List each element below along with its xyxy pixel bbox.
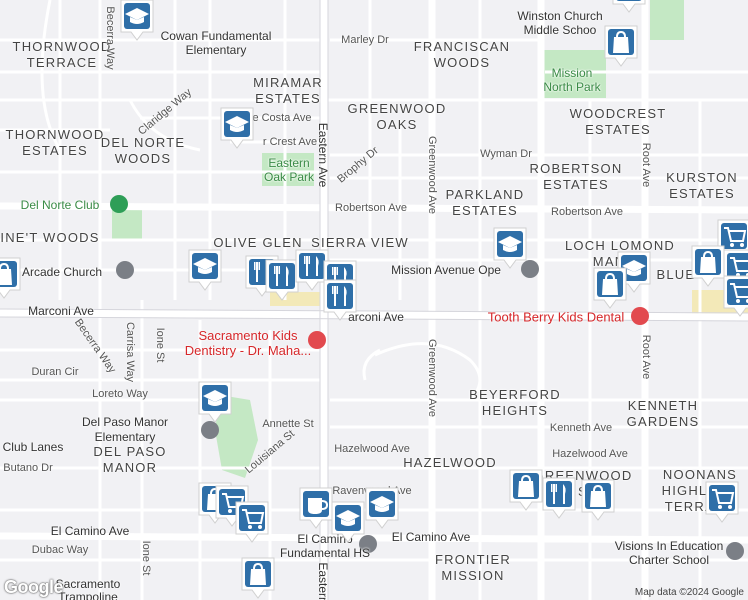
poi-label[interactable]: Sacramento Kids Dentistry - Dr. Maha...	[184, 328, 312, 358]
street-label: e Costa Ave	[252, 112, 312, 124]
poi-label[interactable]: Visions In Education Charter School	[614, 539, 724, 567]
street-label: Greenwood Ave	[426, 135, 438, 215]
neighborhood-label: GREENWOOD OAKS	[347, 101, 447, 132]
school-icon[interactable]	[119, 0, 155, 42]
map-attribution[interactable]: Map data ©2024 Google	[634, 587, 744, 598]
shopping-cart-icon[interactable]	[722, 274, 748, 318]
poi-label[interactable]: Cowan Fundamental Elementary	[160, 29, 272, 57]
shopping-bag-icon[interactable]	[690, 244, 726, 288]
neighborhood-label: KURSTON ESTATES	[666, 170, 738, 201]
poi-label[interactable]: Mission North Park	[543, 66, 601, 94]
restaurant-icon[interactable]	[541, 476, 577, 520]
street-label: Duran Cir	[31, 366, 79, 378]
restaurant-icon[interactable]	[322, 278, 358, 322]
arcade-church-dot	[116, 261, 134, 279]
street-label: arconi Ave	[348, 310, 404, 324]
street-label: Eastern	[316, 562, 330, 600]
school-icon[interactable]	[611, 0, 647, 14]
shopping-bag-icon[interactable]	[603, 24, 639, 68]
neighborhood-label: PARKLAND ESTATES	[445, 187, 525, 218]
street-label: Ione St	[140, 540, 152, 576]
shopping-bag-icon[interactable]	[508, 468, 544, 512]
street-label: Wyman Dr	[480, 148, 532, 160]
street-label: Hazelwood Ave	[552, 448, 628, 460]
restaurant-icon[interactable]	[264, 258, 300, 302]
poi-label[interactable]: Eastern Oak Park	[263, 156, 315, 184]
shopping-bag-icon[interactable]	[0, 256, 22, 300]
street-label: Annette St	[262, 418, 314, 430]
google-logo: Google	[4, 577, 64, 597]
poi-label[interactable]: Del Paso Manor Elementary	[81, 415, 169, 444]
neighborhood-label: WOODCREST ESTATES	[569, 106, 667, 137]
shopping-cart-icon[interactable]	[704, 480, 740, 524]
school-icon[interactable]	[187, 248, 223, 292]
street-label: Kenneth Ave	[549, 422, 613, 434]
sac-kids-dental-dot	[308, 331, 326, 349]
shopping-cart-icon[interactable]	[234, 500, 270, 544]
street-label: Becerra Way	[104, 6, 116, 70]
street-label: Carrisa Way	[124, 321, 136, 383]
shopping-bag-icon[interactable]	[592, 266, 628, 310]
visions-dot	[726, 542, 744, 560]
school-icon[interactable]	[219, 106, 255, 150]
shopping-bag-icon[interactable]	[240, 556, 276, 600]
poi-label[interactable]: El Camino Fundamental HS	[279, 532, 371, 560]
street-label: Loreto Way	[92, 388, 148, 400]
poi-label[interactable]: Winston Church Middle Schoo	[517, 9, 603, 37]
street-label: Ione St	[154, 327, 166, 363]
street-label: El Camino Ave	[391, 530, 471, 544]
mission-ave-dot	[521, 260, 539, 278]
neighborhood-label: THORNWOOD ESTATES	[5, 127, 105, 158]
neighborhood-label: SIERRA VIEW	[311, 235, 409, 250]
poi-label[interactable]: Del Norte Club	[20, 198, 100, 212]
poi-label[interactable]: Tooth Berry Kids Dental	[487, 309, 625, 325]
poi-label[interactable]: Sacramento Trampoline	[55, 577, 121, 600]
el-camino-hs-dot	[359, 535, 377, 553]
tooth-berry-dot	[631, 307, 649, 325]
restaurant-icon[interactable]	[294, 248, 330, 292]
street-label: Hazelwood Ave	[334, 443, 410, 455]
street-label: Marley Dr	[341, 34, 389, 46]
cafe-icon[interactable]	[298, 486, 334, 530]
street-label: Robertson Ave	[335, 202, 407, 214]
street-label: Root Ave	[640, 142, 652, 188]
school-icon[interactable]	[364, 486, 400, 530]
neighborhood-label: DEL PASO MANOR	[93, 444, 167, 475]
street-label: El Camino Ave	[50, 524, 130, 538]
street-label: Robertson Ave	[551, 206, 623, 218]
del-paso-elem-dot	[201, 421, 219, 439]
neighborhood-label: OLIVE GLEN	[213, 235, 303, 250]
del-norte-club-dot	[110, 195, 128, 213]
school-icon[interactable]	[330, 500, 366, 544]
neighborhood-label: HAZELWOOD	[403, 455, 497, 470]
neighborhood-label: FRANCISCAN WOODS	[413, 39, 511, 70]
street-label: Marconi Ave	[28, 304, 94, 318]
neighborhood-label: MIRAMAR ESTATES	[253, 75, 323, 106]
street-label: Root Ave	[640, 334, 652, 380]
street-label: Butano Dr	[3, 462, 53, 474]
neighborhood-label: KENNETH GARDENS	[626, 398, 700, 429]
poi-label[interactable]: Arcade Church	[21, 265, 103, 279]
street-label: Eastern Ave	[316, 122, 330, 188]
street-label: Dubac Way	[31, 544, 89, 556]
school-icon[interactable]	[492, 226, 528, 270]
street-label: Greenwood Ave	[426, 338, 438, 418]
neighborhood-label: FRONTIER MISSION	[434, 552, 512, 583]
neighborhood-label: BEYERFORD HEIGHTS	[469, 387, 561, 418]
neighborhood-label: INE'T WOODS	[0, 230, 100, 245]
shopping-bag-icon[interactable]	[580, 478, 616, 522]
street-label: r Crest Ave	[262, 136, 318, 148]
neighborhood-label: THORNWOOD TERRACE	[12, 39, 112, 70]
poi-label[interactable]: Mission Avenue Ope	[391, 263, 501, 277]
poi-label[interactable]: Club Lanes	[2, 440, 64, 454]
neighborhood-label: DEL NORTE WOODS	[100, 135, 186, 166]
school-icon[interactable]	[197, 380, 233, 424]
neighborhood-label: ROBERTSON ESTATES	[529, 161, 623, 192]
